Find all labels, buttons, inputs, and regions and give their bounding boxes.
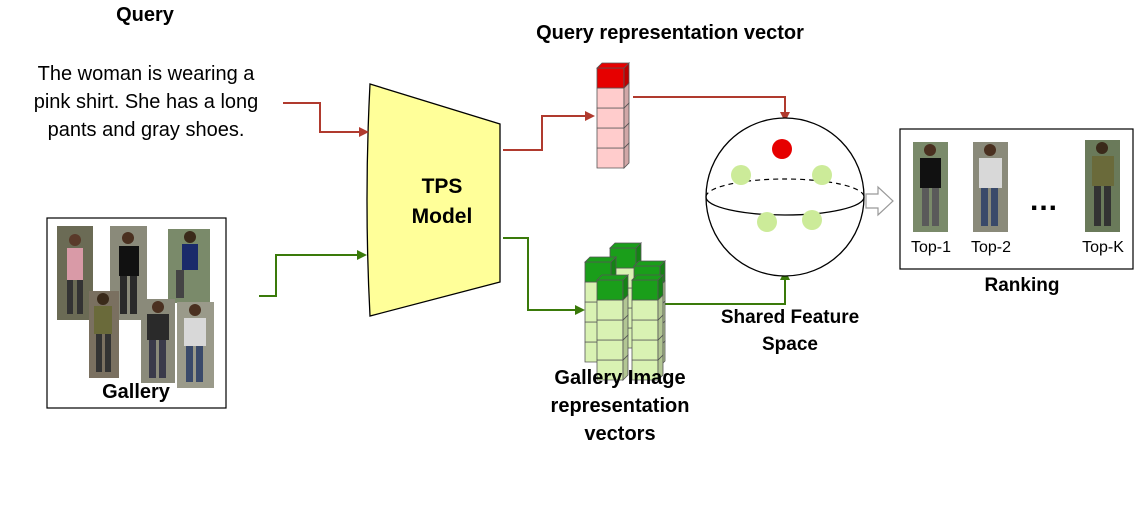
ranking-label: Ranking	[984, 275, 1060, 296]
query-vector-label: Query representation vector	[536, 22, 804, 44]
tps-model-label-line: Model	[411, 205, 473, 228]
gallery-point	[757, 212, 777, 232]
gallery-point	[802, 210, 822, 230]
gallery-vectors-arrow	[503, 237, 585, 315]
query-input-arrow	[283, 102, 369, 137]
gallery-thumbnails	[57, 226, 214, 388]
feature-space-label: Shared Feature Space	[700, 304, 880, 358]
gallery-vectors-label: Gallery Image representation vectors	[520, 364, 720, 448]
tps-model-block	[366, 83, 501, 317]
ranking-thumbnails	[913, 140, 1120, 232]
gallery-label: Gallery	[102, 381, 170, 403]
feature-space-sphere	[705, 117, 865, 277]
tps-model-label: TPS Model	[392, 172, 492, 232]
gallery-vectors-label-line: vectors	[584, 423, 656, 445]
query-text-line: pink shirt. She has a long	[33, 91, 259, 113]
query-text: The woman is wearing a pink shirt. She h…	[0, 60, 292, 144]
query-vector-stack	[596, 62, 630, 169]
query-to-space-arrow	[633, 96, 790, 122]
gallery-point	[812, 165, 832, 185]
gallery-to-space-arrow	[664, 270, 790, 305]
feature-space-label-line: Space	[762, 334, 818, 355]
rank-label-top-2: Top-2	[970, 239, 1012, 256]
gallery-vector-stacks	[584, 242, 666, 381]
gallery-vectors-label-line: representation	[550, 395, 690, 417]
ranking-arrow	[865, 185, 894, 217]
feature-space-label-line: Shared Feature	[720, 307, 860, 328]
ranking-ellipsis: ...	[1029, 184, 1058, 217]
rank-label-top-k: Top-K	[1082, 239, 1124, 256]
query-text-line: pants and gray shoes.	[47, 119, 245, 141]
query-vector-arrow	[503, 111, 595, 151]
gallery-point	[731, 165, 751, 185]
gallery-input-arrow	[259, 250, 367, 297]
query-point	[772, 139, 792, 159]
rank-label-top-1: Top-1	[910, 239, 952, 256]
tps-model-label-line: TPS	[421, 175, 463, 198]
query-text-line: The woman is wearing a	[37, 63, 255, 85]
query-title: Query	[116, 4, 174, 26]
gallery-vectors-label-line: Gallery Image	[554, 367, 686, 389]
